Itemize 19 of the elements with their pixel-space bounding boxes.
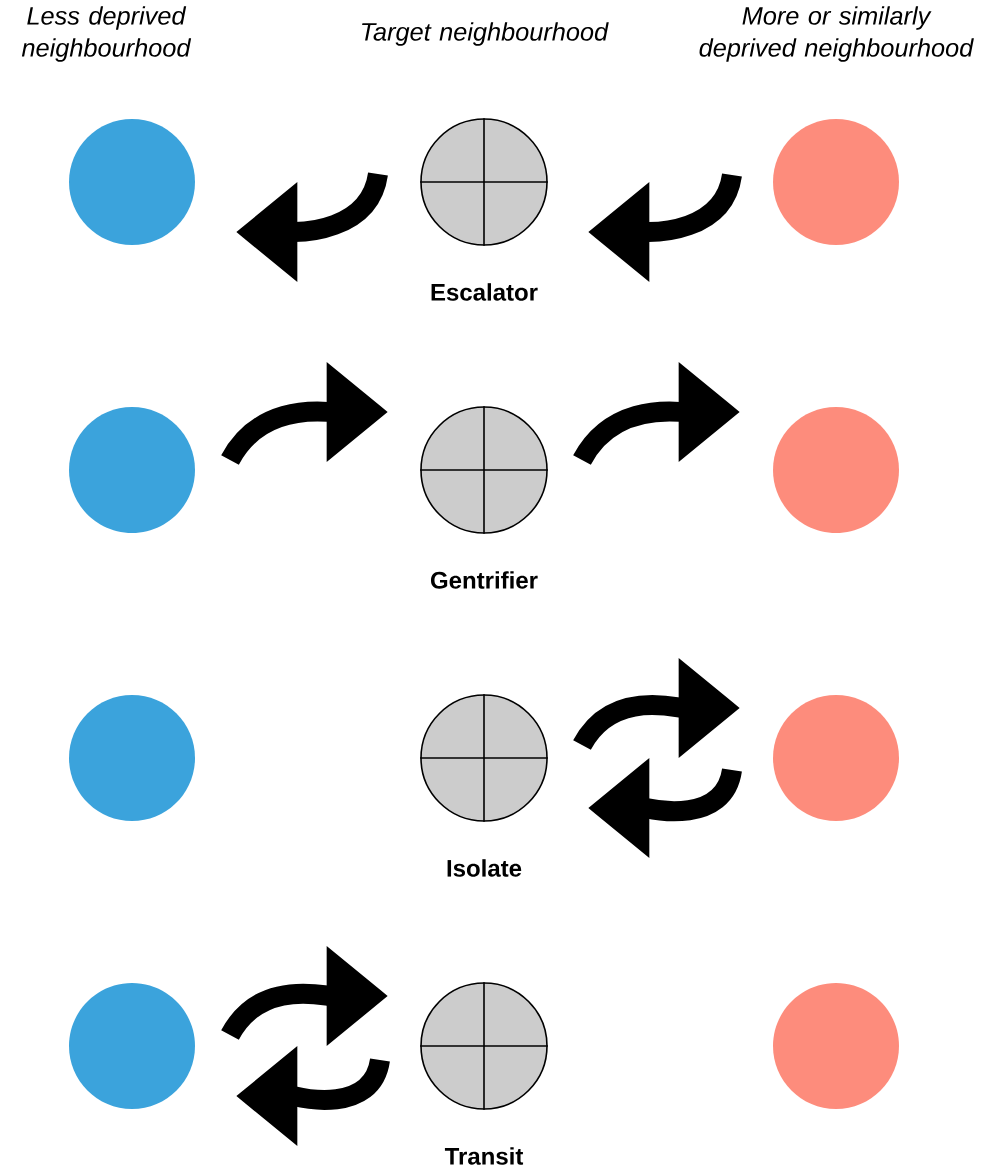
neighbourhood-circle bbox=[773, 695, 899, 821]
target-circle bbox=[419, 693, 549, 823]
neighbourhood-circle bbox=[69, 695, 195, 821]
target-circle bbox=[419, 981, 549, 1111]
column-heading: More or similarly deprived neighbourhood bbox=[699, 6, 974, 62]
neighbourhood-circle bbox=[773, 119, 899, 245]
neighbourhood-circle bbox=[69, 983, 195, 1109]
target-circle bbox=[419, 117, 549, 247]
neighbourhood-circle bbox=[69, 407, 195, 533]
column-heading: Target neighbourhood bbox=[362, 22, 609, 46]
type-label: Transit bbox=[444, 1147, 524, 1165]
neighbourhood-circle bbox=[773, 983, 899, 1109]
type-label: Isolate bbox=[447, 859, 522, 877]
type-label: Gentrifier bbox=[430, 571, 538, 589]
column-heading: Less deprived neighbourhood bbox=[21, 6, 192, 62]
neighbourhood-circle bbox=[69, 119, 195, 245]
type-label: Escalator bbox=[431, 283, 538, 301]
target-circle bbox=[419, 405, 549, 535]
neighbourhood-circle bbox=[773, 407, 899, 533]
